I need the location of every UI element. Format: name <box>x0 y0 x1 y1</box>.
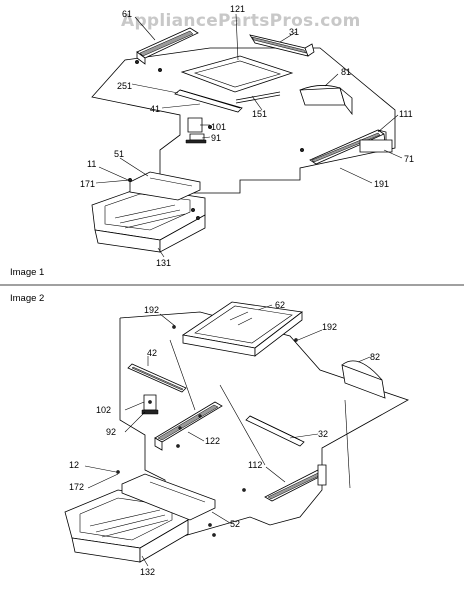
shelf-rail-81 <box>299 85 353 116</box>
callout-81: 81 <box>341 67 351 77</box>
callout-61: 61 <box>122 9 132 19</box>
callout-151: 151 <box>252 109 267 119</box>
callout-92: 92 <box>106 427 116 437</box>
glass-shelf-121 <box>180 55 294 93</box>
image-2-label: Image 2 <box>10 293 44 304</box>
callout-171: 171 <box>80 179 95 189</box>
callout-102: 102 <box>96 405 111 415</box>
callout-11: 11 <box>87 159 96 169</box>
callout-251: 251 <box>117 81 132 91</box>
image-1-label: Image 1 <box>10 267 44 278</box>
image-2-diagram: 62 192 192 82 42 102 92 122 32 12 172 11… <box>64 300 409 577</box>
crisper-cover-52 <box>121 473 216 521</box>
callout-31: 31 <box>289 27 299 37</box>
glass-shelf-121-inner <box>193 60 282 88</box>
bracket-101 <box>185 117 207 144</box>
callout-131: 131 <box>156 258 171 268</box>
shelf-rail-111 <box>309 129 393 165</box>
callout-111: 111 <box>399 109 413 119</box>
shelf-rail-122 <box>154 401 223 451</box>
shelf-rail-112 <box>264 464 327 502</box>
callout-112: 112 <box>248 460 262 470</box>
trim-151 <box>235 91 281 101</box>
cabinet-outline-1 <box>91 47 396 194</box>
bracket-102 <box>141 394 159 415</box>
callout-192-left: 192 <box>144 305 159 315</box>
callout-12: 12 <box>69 460 79 470</box>
callout-42: 42 <box>147 348 157 358</box>
callout-82: 82 <box>370 352 380 362</box>
crisper-drawer-131 <box>91 187 206 253</box>
callout-32: 32 <box>318 429 328 439</box>
callout-191: 191 <box>374 179 389 189</box>
callout-172: 172 <box>69 482 84 492</box>
callout-91: 91 <box>211 133 221 143</box>
callout-71: 71 <box>404 154 414 164</box>
callout-51: 51 <box>114 149 124 159</box>
watermark: AppliancePartsPros.com <box>121 11 361 31</box>
callout-122: 122 <box>205 436 220 446</box>
callout-192-right: 192 <box>322 322 337 332</box>
shelf-support-41 <box>174 89 243 113</box>
shelf-rail-61 <box>136 27 199 65</box>
shelf-rail-31 <box>249 34 315 57</box>
crisper-cover-51 <box>129 171 201 201</box>
callout-62: 62 <box>275 300 285 310</box>
callout-52: 52 <box>230 519 240 529</box>
cabinet-outline-2 <box>119 311 409 541</box>
callout-121: 121 <box>230 4 245 14</box>
glass-shelf-62 <box>181 301 303 357</box>
image-1-diagram: 121 61 31 81 251 41 151 101 91 111 71 19… <box>80 4 414 268</box>
callout-101: 101 <box>211 122 226 132</box>
shelf-rail-82 <box>341 360 386 399</box>
callout-41: 41 <box>150 104 160 114</box>
shelf-support-42 <box>127 363 187 393</box>
shelf-rail-32 <box>245 415 305 447</box>
callout-132: 132 <box>140 567 155 577</box>
